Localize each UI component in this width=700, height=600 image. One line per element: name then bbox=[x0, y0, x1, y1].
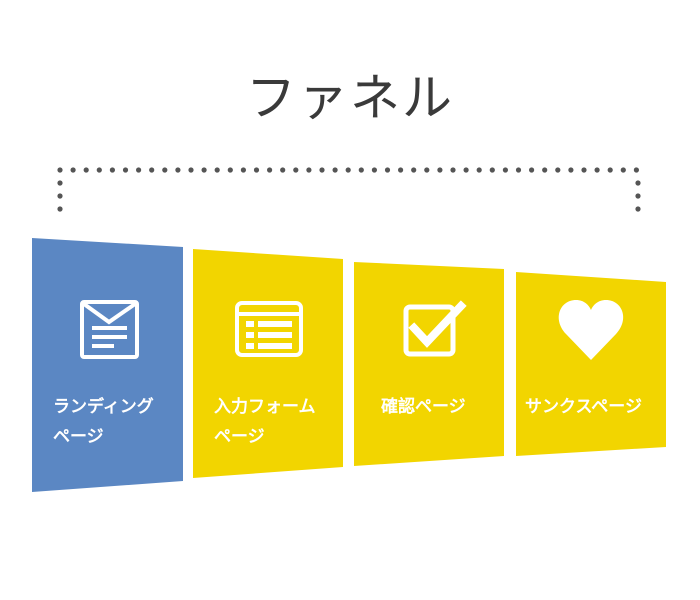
bracket-dot bbox=[293, 167, 299, 173]
bracket-dot bbox=[57, 206, 63, 212]
bracket-dot bbox=[253, 167, 260, 173]
stage-panel-confirm bbox=[354, 262, 504, 466]
bracket-dot bbox=[542, 167, 548, 173]
bracket-dot bbox=[201, 167, 207, 173]
bracket-dot bbox=[57, 180, 63, 186]
bracket-dot bbox=[240, 167, 246, 173]
heart-icon bbox=[558, 300, 624, 360]
bracket-dot bbox=[568, 167, 574, 173]
bracket-dot bbox=[149, 167, 155, 173]
dotted-bracket bbox=[57, 167, 641, 212]
bracket-dot bbox=[83, 167, 89, 173]
stage-panel-landing bbox=[32, 238, 183, 492]
bracket-dot bbox=[57, 193, 63, 199]
stage-label-thanks: サンクスページ bbox=[525, 397, 642, 417]
bracket-dot bbox=[502, 167, 508, 173]
bracket-dot bbox=[70, 167, 76, 173]
bracket-dot bbox=[332, 167, 338, 173]
bracket-dot bbox=[319, 167, 325, 173]
bracket-dot bbox=[267, 167, 273, 173]
bracket-dot bbox=[96, 167, 102, 173]
bracket-dot bbox=[555, 167, 561, 173]
bracket-dot bbox=[437, 167, 443, 173]
bracket-dot bbox=[450, 167, 456, 173]
landing-page-icon bbox=[80, 300, 139, 359]
page-title: ファネル bbox=[246, 69, 454, 127]
bracket-dot bbox=[489, 167, 495, 173]
bracket-dot bbox=[122, 167, 129, 173]
bracket-dot bbox=[136, 167, 142, 173]
stage-label-confirm: 確認ページ bbox=[381, 397, 466, 417]
bracket-dot bbox=[515, 167, 522, 173]
bracket-dot bbox=[371, 167, 377, 173]
bracket-dot bbox=[214, 167, 220, 173]
bracket-dot bbox=[607, 167, 613, 173]
bracket-dot bbox=[398, 167, 404, 173]
bracket-dot bbox=[581, 167, 587, 173]
bracket-dot bbox=[529, 167, 535, 173]
checkbox-icon bbox=[403, 300, 467, 357]
bracket-dot bbox=[227, 167, 233, 173]
stage-label-form: 入力フォーム ページ bbox=[214, 397, 316, 447]
bracket-dot bbox=[635, 193, 641, 199]
bracket-dot bbox=[424, 167, 430, 173]
bracket-dot bbox=[384, 167, 391, 173]
bracket-dot bbox=[635, 180, 641, 186]
bracket-dot bbox=[345, 167, 351, 173]
form-icon bbox=[235, 301, 303, 357]
bracket-dot bbox=[280, 167, 286, 173]
bracket-dot bbox=[188, 167, 194, 173]
bracket-dot bbox=[109, 167, 115, 173]
stage-label-landing: ランディング ページ bbox=[53, 397, 154, 447]
bracket-dot bbox=[57, 167, 63, 173]
bracket-dot bbox=[476, 167, 482, 173]
bracket-dot bbox=[162, 167, 168, 173]
stage-panel-thanks bbox=[516, 272, 666, 456]
bracket-dot bbox=[594, 167, 600, 173]
bracket-dot bbox=[620, 167, 626, 173]
stage-panel-form bbox=[193, 249, 343, 478]
bracket-dot bbox=[358, 167, 364, 173]
bracket-dot bbox=[175, 167, 181, 173]
bracket-dot bbox=[463, 167, 469, 173]
bracket-dot bbox=[306, 167, 312, 173]
bracket-dot bbox=[635, 206, 641, 212]
bracket-dot bbox=[411, 167, 417, 173]
bracket-dot bbox=[633, 167, 640, 173]
